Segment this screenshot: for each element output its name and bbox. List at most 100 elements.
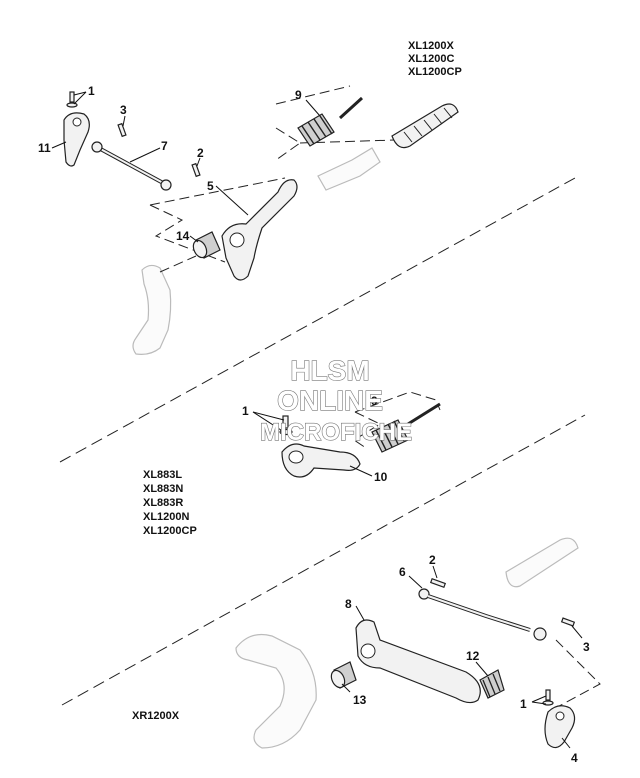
leader-line [349,465,373,477]
callout-number: 14 [176,229,190,243]
frame-mount-ghost [235,633,317,749]
shift-lever [355,619,481,704]
leader-line [531,695,547,703]
callout-number: 2 [429,553,436,567]
leader-line [355,605,365,621]
leader-line [432,565,438,579]
model-name: XL1200X [408,40,455,52]
shift-lever [281,443,361,478]
rod-end [160,179,172,191]
bolt [429,577,447,589]
leader-line [305,99,321,117]
pivot-pin [338,96,364,120]
lever-pivot [360,643,376,659]
callout-number: 11 [38,141,51,155]
leader-line [475,661,489,677]
callout-number: 2 [197,146,204,160]
model-name: XL1200C [408,53,455,65]
assembly-line [275,85,351,105]
leader-line [215,185,249,216]
footpeg-ghost [505,537,579,588]
model-name: XL1200CP [143,525,197,537]
leader-line [252,411,285,421]
model-name: XL1200N [143,511,190,523]
assembly-line [149,177,286,206]
section-divider-bottom [61,414,586,706]
spring [479,669,505,699]
bolt [191,162,201,178]
arm-bolt-hole [72,117,82,127]
callout-number: 1 [520,697,527,711]
footpeg [391,103,459,149]
assembly-line [159,255,197,273]
leader-line [73,91,87,105]
assembly-line [149,204,226,263]
model-label-bottom: XR1200X [132,710,180,722]
rod-end [418,588,430,600]
callout-number: 1 [242,404,249,418]
leader-line [51,141,67,149]
arm-bolt-hole [555,711,565,721]
callout-number: 9 [295,88,302,102]
callout-number: 9 [371,394,378,408]
rod-end [533,627,547,641]
callout-number: 3 [120,103,127,117]
shift-rod-highlight [427,595,531,631]
leader-line [531,701,547,705]
washer [279,428,293,436]
lever-pivot [288,450,304,464]
watermark-line: HLSM [290,355,369,386]
callout-number: 10 [374,470,388,484]
model-name: XL883L [143,469,182,481]
callout-number: 5 [207,179,214,193]
watermark-line: MICROFICHE [260,419,412,446]
leader-line [571,625,583,639]
leader-line [252,411,285,433]
screw [69,91,75,103]
callout-number: 8 [345,597,352,611]
spring [297,113,335,147]
leader-line [341,683,351,693]
leader-line [408,575,423,589]
shift-lever-arm [544,705,576,749]
bolt [560,617,576,627]
model-label-top: XL1200X XL1200C XL1200CP [408,40,462,78]
shifter-lever [221,179,298,281]
model-name: XL883N [143,483,183,495]
assembly-line [547,639,601,713]
assembly-line [275,127,301,161]
screw [545,689,551,701]
top-assembly: 1 3 11 7 2 5 9 14 [38,84,459,355]
callout-number: 13 [353,693,367,707]
section-divider-top [59,177,576,463]
leader-line [189,235,199,243]
leader-line [129,147,161,163]
shift-lever-arm [63,112,90,167]
leader-line [196,157,201,167]
bottom-assembly: 2 6 8 3 12 13 1 4 [235,537,601,765]
model-name: XL883R [143,497,183,509]
bushing-face [330,669,346,689]
footpeg-grip [403,107,453,143]
footpeg-ghost [317,147,381,191]
callout-number: 12 [466,649,480,663]
lever-pivot [229,232,245,248]
model-label-middle: XL883L XL883N XL883R XL1200N XL1200CP [143,469,197,537]
leader-line [73,91,87,96]
shift-rod-highlight [94,145,166,185]
leader-line [561,737,571,749]
leader-line [122,115,126,127]
callout-number: 3 [583,640,590,654]
assembly-line [353,411,382,449]
callout-number: 4 [571,751,578,765]
callout-number: 1 [88,84,95,98]
washer [66,102,78,108]
bolt [117,122,127,138]
watermark-line: ONLINE [277,385,383,416]
washer [542,700,554,706]
callout-number: 7 [161,139,168,153]
screw [282,415,289,429]
model-name: XL1200CP [408,66,462,78]
